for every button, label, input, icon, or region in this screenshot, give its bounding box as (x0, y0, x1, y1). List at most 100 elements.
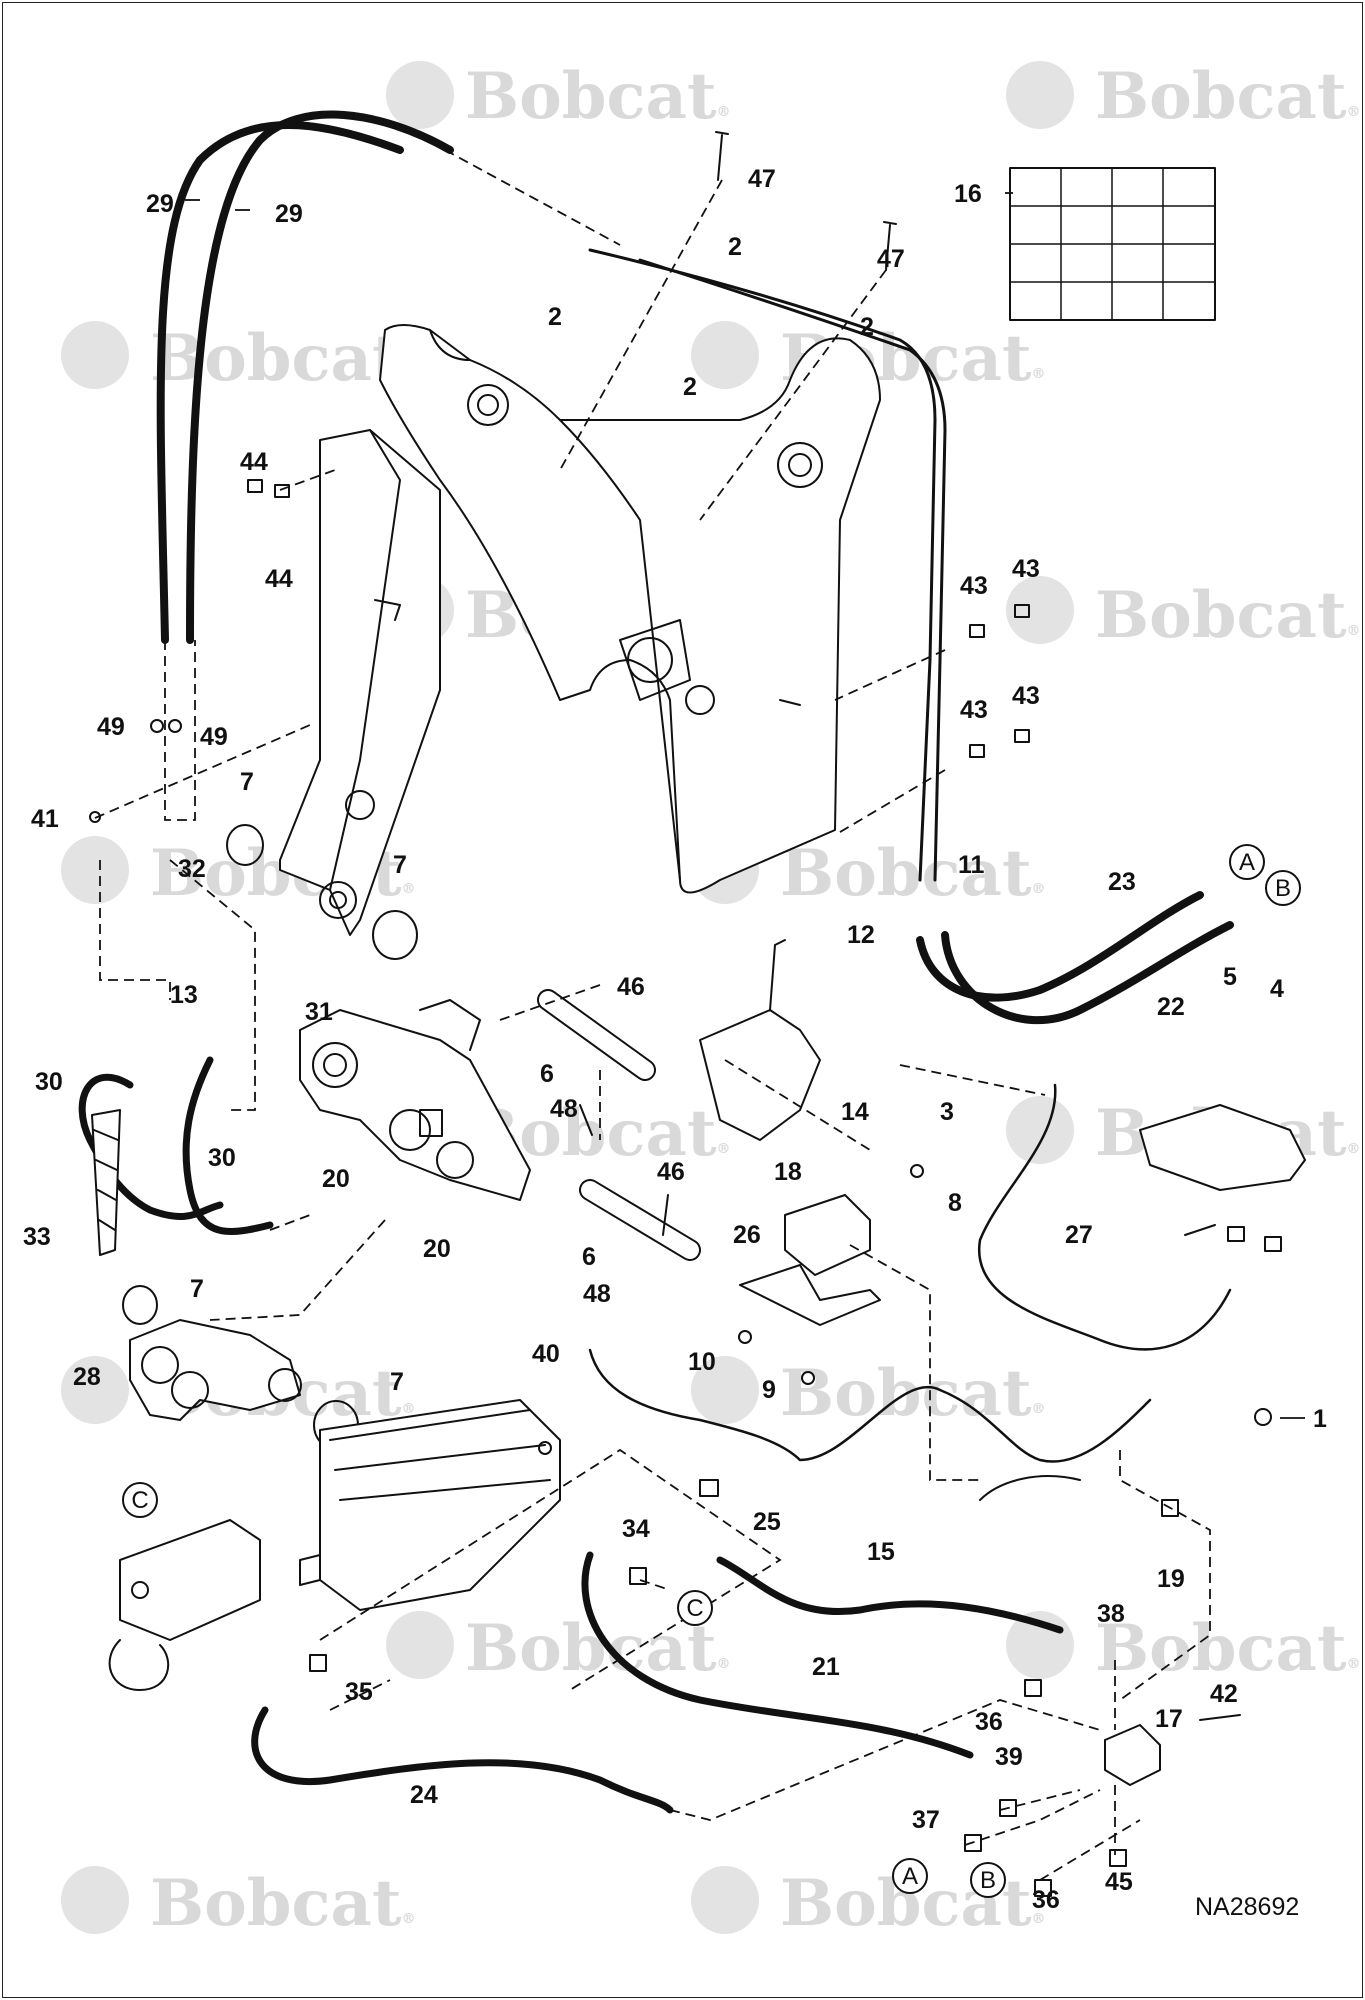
callout-29: 29 (146, 190, 174, 218)
connector-c: C (677, 1590, 713, 1626)
hose-22-23 (916, 891, 1234, 1024)
callout-20: 20 (423, 1235, 451, 1263)
callout-46: 46 (617, 973, 645, 1001)
registered-mark: ® (402, 1401, 416, 1417)
connector-a: A (1229, 844, 1265, 880)
callout-24: 24 (410, 1781, 438, 1809)
callout-12: 12 (847, 921, 875, 949)
callout-34: 34 (622, 1515, 650, 1543)
callout-26: 26 (733, 1221, 761, 1249)
link-part (129, 1319, 302, 1421)
callout-2: 2 (548, 303, 562, 331)
callout-7: 7 (393, 851, 407, 879)
callout-45: 45 (1105, 1868, 1133, 1896)
callout-48: 48 (550, 1095, 578, 1123)
callout-43: 43 (1012, 555, 1040, 583)
callout-4: 4 (1270, 975, 1284, 1003)
callout-36: 36 (1032, 1886, 1060, 1914)
registered-mark: ® (1032, 366, 1046, 382)
registered-mark: ® (1347, 104, 1361, 120)
svg-text:C: C (686, 1595, 703, 1622)
callout-28: 28 (73, 1363, 101, 1391)
callout-14: 14 (841, 1098, 869, 1126)
hose-29 (156, 110, 454, 644)
callout-15: 15 (867, 1538, 895, 1566)
registered-mark: ® (717, 1141, 731, 1157)
hose-15 (716, 1556, 1064, 1634)
svg-text:Bobcat®: Bobcat® (1095, 59, 1361, 134)
callout-32: 32 (178, 855, 206, 883)
callout-29: 29 (275, 200, 303, 228)
connector-markers: A B C C A B (122, 844, 1301, 1898)
callout-6: 6 (582, 1243, 596, 1271)
boom-part (379, 324, 881, 894)
callout-35: 35 (345, 1678, 373, 1706)
svg-text:Bobcat®: Bobcat® (1095, 1611, 1361, 1686)
bolts (579, 131, 1241, 1721)
callout-23: 23 (1108, 868, 1136, 896)
callout-42: 42 (1210, 1680, 1238, 1708)
svg-text:Bobcat®: Bobcat® (150, 321, 416, 396)
watermark: Bobcat® (1006, 59, 1361, 134)
callout-43: 43 (1012, 682, 1040, 710)
svg-text:A: A (902, 1863, 918, 1890)
callout-13: 13 (170, 981, 198, 1009)
callout-16: 16 (954, 180, 982, 208)
steel-tube (588, 248, 947, 882)
watermark: Bobcat® (1006, 576, 1361, 653)
hose-24 (251, 1706, 674, 1814)
registered-mark: ® (1347, 1141, 1361, 1157)
hose-21 (581, 1551, 974, 1759)
callout-25: 25 (753, 1508, 781, 1536)
sleeve-part (91, 1109, 121, 1256)
callout-5: 5 (1223, 963, 1237, 991)
callout-8: 8 (948, 1189, 962, 1217)
dashed-leaders (94, 149, 1211, 1881)
callout-27: 27 (1065, 1221, 1093, 1249)
callout-39: 39 (995, 1743, 1023, 1771)
svg-text:C: C (131, 1487, 148, 1514)
callout-48: 48 (583, 1280, 611, 1308)
watermark: Bobcat® (386, 59, 731, 134)
svg-text:Bobcat®: Bobcat® (780, 836, 1046, 911)
decal-sheet (1009, 167, 1216, 321)
armrest-cover (1139, 1104, 1306, 1236)
drawing-code: NA28692 (1195, 1893, 1299, 1921)
connector-a: A (892, 1858, 928, 1894)
connector-c: C (122, 1482, 158, 1518)
registered-mark: ® (1032, 881, 1046, 897)
callout-6: 6 (540, 1060, 554, 1088)
registered-mark: ® (717, 104, 731, 120)
callout-41: 41 (31, 805, 59, 833)
control-valve (299, 1399, 561, 1611)
callout-10: 10 (688, 1348, 716, 1376)
registered-mark: ® (1347, 1656, 1361, 1672)
mount-bracket (699, 939, 821, 1141)
watermark: Bobcat® (61, 321, 416, 396)
registered-mark: ® (717, 1656, 731, 1672)
registered-mark: ® (1347, 623, 1361, 639)
callout-31: 31 (305, 998, 333, 1026)
bracket-26 (739, 1264, 881, 1326)
svg-text:Bobcat®: Bobcat® (780, 1356, 1046, 1431)
svg-text:A: A (1239, 849, 1255, 876)
connector-b: B (970, 1862, 1006, 1898)
callout-7: 7 (190, 1275, 204, 1303)
svg-text:B: B (1275, 875, 1291, 902)
watermark: Bobcat® (386, 1611, 731, 1686)
callout-17: 17 (1155, 1705, 1183, 1733)
watermark: Bobcat® (1006, 1611, 1361, 1686)
callout-46: 46 (657, 1158, 685, 1186)
callout-38: 38 (1097, 1600, 1125, 1628)
aux-valve-block (108, 1519, 261, 1691)
callout-2: 2 (683, 373, 697, 401)
valve-17 (1104, 1724, 1161, 1786)
callout-18: 18 (774, 1158, 802, 1186)
ecu-18 (784, 1194, 871, 1276)
fittings (89, 479, 1282, 1897)
callout-49: 49 (200, 723, 228, 751)
svg-text:Bobcat®: Bobcat® (465, 59, 731, 134)
callout-7: 7 (390, 1368, 404, 1396)
